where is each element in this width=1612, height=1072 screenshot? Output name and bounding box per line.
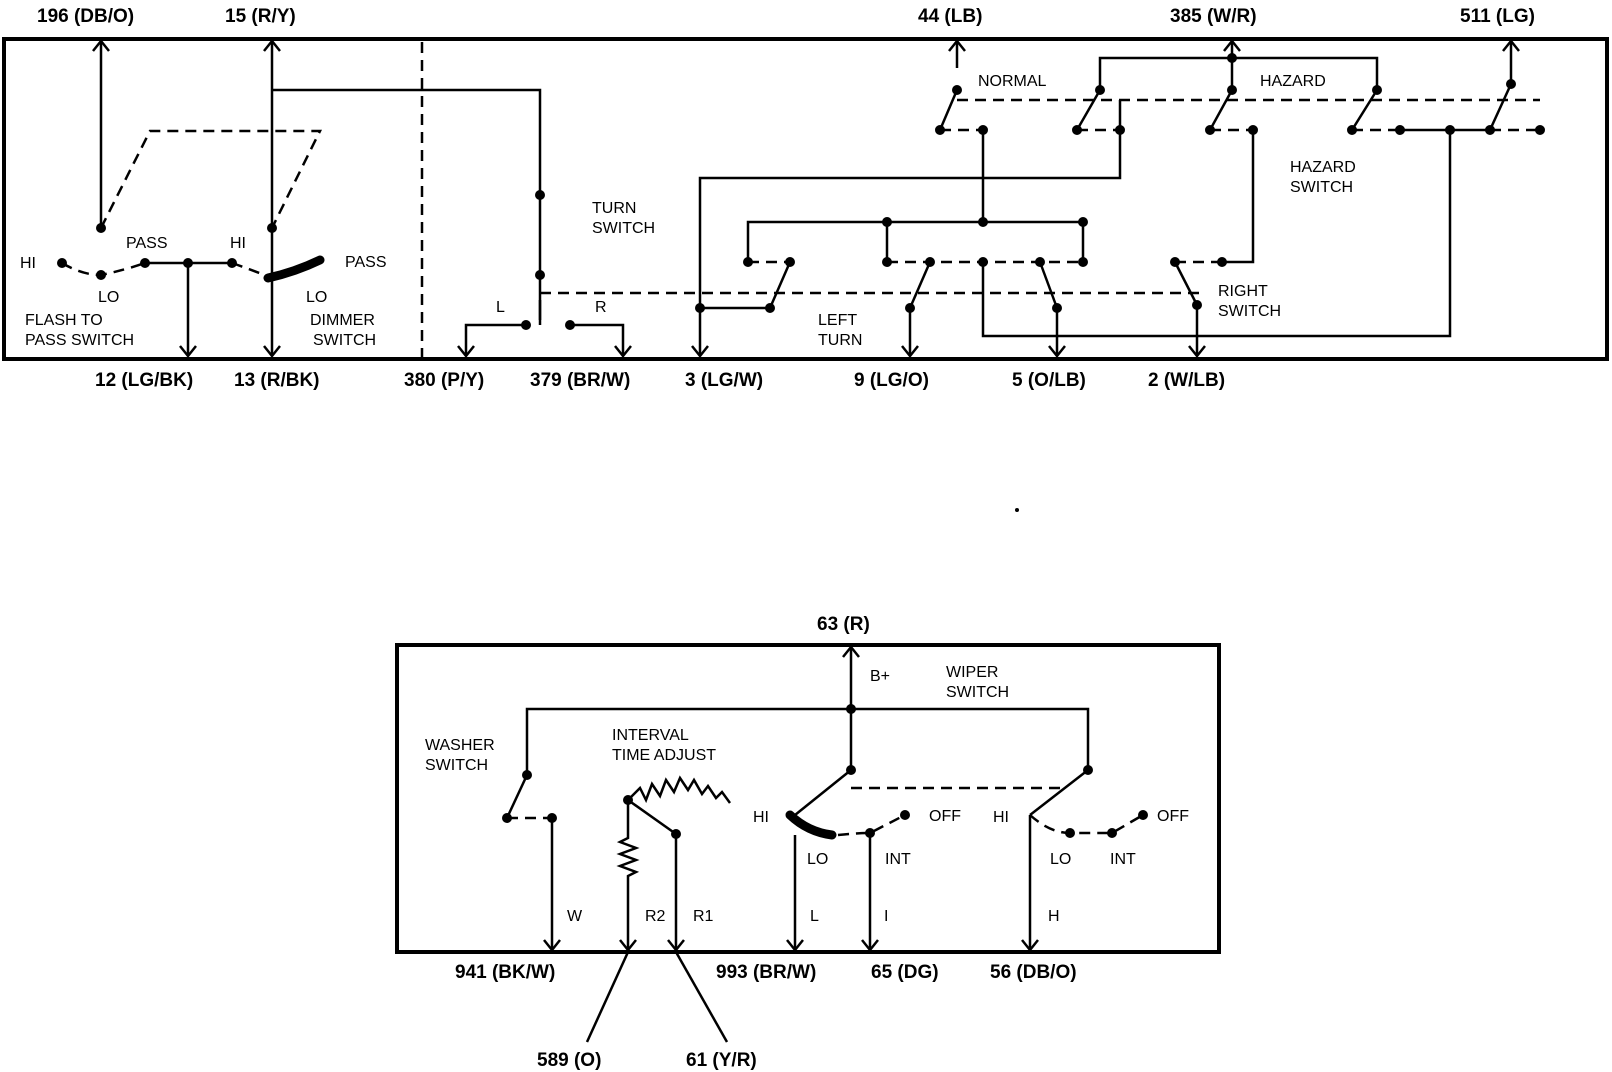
wire-61-label: 61 (Y/R)	[686, 1050, 757, 1071]
wire-3-label: 3 (LG/W)	[685, 370, 763, 391]
right-label: RIGHT	[1218, 283, 1268, 300]
wire-385-label: 385 (W/R)	[1170, 6, 1257, 27]
turn-switch	[272, 88, 1200, 359]
wire-15-label: 15 (R/Y)	[225, 6, 296, 27]
hi-label: HI	[20, 255, 36, 272]
hazard-label: HAZARD	[1260, 73, 1326, 90]
left-turn-section	[691, 100, 1452, 359]
i-wire-label: I	[884, 908, 888, 925]
dimmer-switch-label: SWITCH	[313, 332, 376, 349]
wire-65-label: 65 (DG)	[871, 962, 939, 983]
right-switch-label: SWITCH	[1218, 303, 1281, 320]
wire-13-label: 13 (R/BK)	[234, 370, 320, 391]
wire-63-label: 63 (R)	[817, 614, 870, 635]
hazard-switch	[935, 53, 1545, 135]
r-label: R	[595, 299, 607, 316]
stray-mark	[1015, 508, 1019, 512]
wiper-label: WIPER	[946, 664, 998, 681]
hazard-switch-label-1: HAZARD	[1290, 159, 1356, 176]
pass2-label: PASS	[345, 254, 387, 271]
hi-b-label: HI	[993, 809, 1009, 826]
h-wire-label: H	[1048, 908, 1060, 925]
top-wire-leads	[92, 38, 1520, 228]
lo2-label: LO	[306, 289, 327, 306]
left-turn-label: TURN	[818, 332, 862, 349]
upper-frame	[2, 37, 1609, 361]
upper-switch-block: 196 (DB/O) 15 (R/Y) 44 (LB) 385 (W/R) 51…	[2, 6, 1609, 391]
r2-label: R2	[645, 908, 666, 925]
hi2-label: HI	[230, 235, 246, 252]
r1-label: R1	[693, 908, 714, 925]
wire-196-label: 196 (DB/O)	[37, 6, 134, 27]
pass-switch-label: PASS SWITCH	[25, 332, 134, 349]
wire-5-label: 5 (O/LB)	[1012, 370, 1086, 391]
hi-a-label: HI	[753, 809, 769, 826]
upper-wire-labels: 196 (DB/O) 15 (R/Y) 44 (LB) 385 (W/R) 51…	[37, 6, 1535, 391]
washer-switch	[502, 770, 561, 953]
wire-589-label: 589 (O)	[537, 1050, 601, 1071]
lower-frame	[395, 643, 1221, 954]
lo-label: LO	[98, 289, 119, 306]
l-label: L	[496, 299, 505, 316]
off-a-label: OFF	[929, 808, 961, 825]
wire-9-label: 9 (LG/O)	[854, 370, 929, 391]
wiper-switch-right	[1021, 765, 1148, 953]
hazard-switch-label-2: SWITCH	[1290, 179, 1353, 196]
int-a-label: INT	[885, 851, 911, 868]
right-switch	[1170, 130, 1255, 359]
turn-label: TURN	[592, 200, 636, 217]
lo-b-label: LO	[1050, 851, 1071, 868]
washer-label: WASHER	[425, 737, 495, 754]
bplus-label: B+	[870, 668, 890, 685]
off-b-label: OFF	[1157, 808, 1189, 825]
normal-label: NORMAL	[978, 73, 1047, 90]
wire-56-label: 56 (DB/O)	[990, 962, 1077, 983]
wire-511-label: 511 (LG)	[1460, 6, 1535, 27]
lo-a-label: LO	[807, 851, 828, 868]
wiper-switch-left	[785, 765, 1060, 953]
wire-2-label: 2 (W/LB)	[1148, 370, 1225, 391]
wiper-switch-label: SWITCH	[946, 684, 1009, 701]
time-adjust-label: TIME ADJUST	[612, 747, 716, 764]
flash-to-pass-switch	[57, 129, 325, 359]
washer-switch-label: SWITCH	[425, 757, 488, 774]
wire-941-label: 941 (BK/W)	[455, 962, 555, 983]
pass-label: PASS	[126, 235, 168, 252]
lower-switch-block: 63 (R) 941 (BK/W) 993 (BR/W) 65 (DG) 56 …	[395, 614, 1221, 1071]
upper-component-labels: HI PASS HI PASS LO LO FLASH TO PASS SWIT…	[20, 73, 1356, 349]
flash-to-label: FLASH TO	[25, 312, 103, 329]
w-label: W	[567, 908, 583, 925]
lower-wire-labels: 63 (R) 941 (BK/W) 993 (BR/W) 65 (DG) 56 …	[455, 614, 1077, 1071]
dimmer-label: DIMMER	[310, 312, 375, 329]
wire-44-label: 44 (LB)	[918, 6, 982, 27]
wire-12-label: 12 (LG/BK)	[95, 370, 193, 391]
left-label: LEFT	[818, 312, 857, 329]
int-b-label: INT	[1110, 851, 1136, 868]
l-wire-label: L	[810, 908, 819, 925]
wire-993-label: 993 (BR/W)	[716, 962, 816, 983]
interval-time-adjust	[585, 775, 732, 1043]
wire-379-label: 379 (BR/W)	[530, 370, 630, 391]
interval-label: INTERVAL	[612, 727, 689, 744]
wire-380-label: 380 (P/Y)	[404, 370, 484, 391]
turn-switch-label: SWITCH	[592, 220, 655, 237]
lower-component-labels: B+ WIPER SWITCH WASHER SWITCH INTERVAL T…	[425, 664, 1189, 925]
